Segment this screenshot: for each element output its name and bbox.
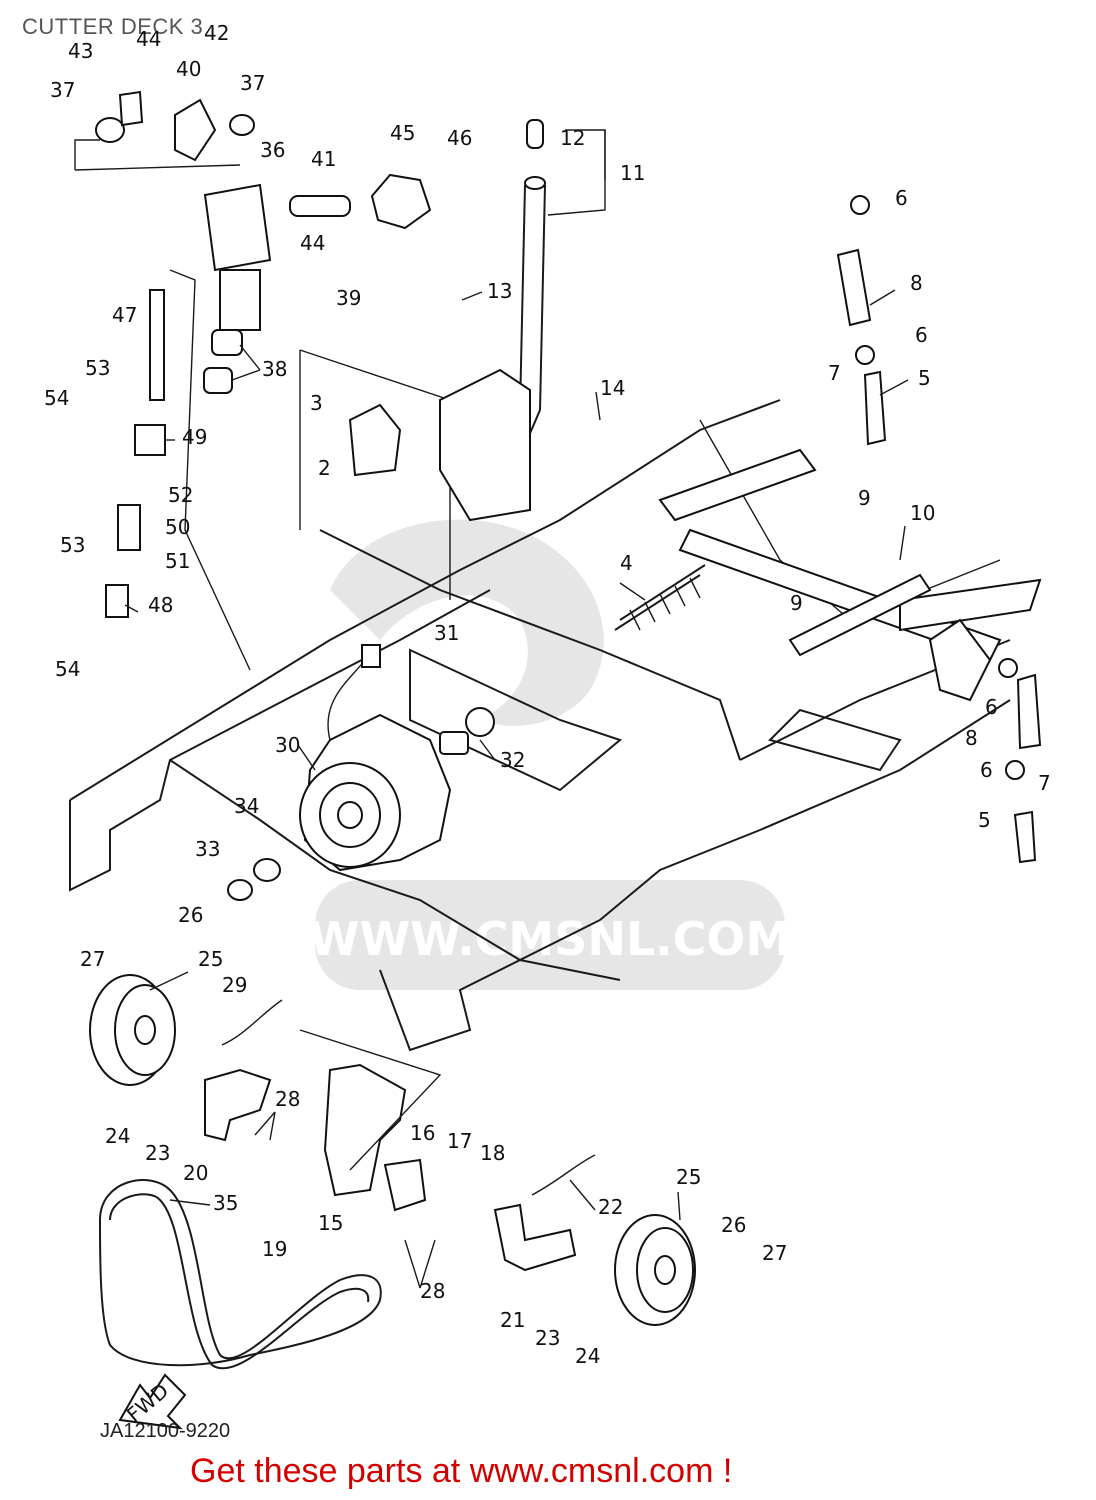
callout-45: 45 — [390, 121, 415, 145]
v-belt — [98, 1179, 382, 1370]
callout-11: 11 — [620, 161, 645, 185]
callout-2: 2 — [318, 456, 331, 480]
right-brackets — [836, 195, 1042, 864]
callout-6c: 6 — [985, 695, 998, 719]
idler-assembly — [204, 999, 596, 1272]
callout-53b: 53 — [60, 533, 85, 557]
callout-6b: 6 — [915, 323, 928, 347]
callout-41: 41 — [311, 147, 336, 171]
callout-49: 49 — [182, 425, 207, 449]
leader-lines — [124, 129, 909, 1289]
callout-25b: 25 — [676, 1165, 701, 1189]
callout-5a: 5 — [918, 366, 931, 390]
callout-10: 10 — [910, 501, 935, 525]
callout-14: 14 — [600, 376, 625, 400]
callout-21: 21 — [500, 1308, 525, 1332]
watermark-url: WWW.CMSNL.COM — [309, 912, 792, 966]
callout-27a: 27 — [80, 947, 105, 971]
callout-9a: 9 — [858, 486, 871, 510]
callout-36: 36 — [260, 138, 285, 162]
callout-30: 30 — [275, 733, 300, 757]
callout-33: 33 — [195, 837, 220, 861]
callout-44b: 44 — [300, 231, 325, 255]
callout-23a: 23 — [145, 1141, 170, 1165]
callout-51: 51 — [165, 549, 190, 573]
callout-37b: 37 — [240, 71, 265, 95]
callout-35: 35 — [213, 1191, 238, 1215]
callout-19: 19 — [262, 1237, 287, 1261]
callout-8b: 8 — [965, 726, 978, 750]
clutch-assembly — [227, 644, 495, 901]
footer-link-text[interactable]: Get these parts at www.cmsnl.com ! — [190, 1452, 733, 1490]
callout-39: 39 — [336, 286, 361, 310]
callout-38: 38 — [262, 357, 287, 381]
callout-47: 47 — [112, 303, 137, 327]
callout-25a: 25 — [198, 947, 223, 971]
callout-5b: 5 — [978, 808, 991, 832]
callout-31: 31 — [434, 621, 459, 645]
left-rod-assembly — [105, 269, 251, 671]
callout-32: 32 — [500, 748, 525, 772]
callout-3: 3 — [310, 391, 323, 415]
callout-52: 52 — [168, 483, 193, 507]
callout-26a: 26 — [178, 903, 203, 927]
callout-labels: 2 3 4 5 5 6 6 6 6 7 7 8 8 9 9 10 11 12 1… — [44, 21, 1051, 1368]
callout-54a: 54 — [44, 386, 69, 410]
forward-arrow: FWD — [118, 1373, 187, 1430]
upper-linkage — [74, 90, 432, 394]
callout-44a: 44 — [136, 27, 161, 51]
left-pulley — [89, 974, 176, 1086]
callout-23b: 23 — [535, 1326, 560, 1350]
callout-20: 20 — [183, 1161, 208, 1185]
callout-7a: 7 — [828, 361, 841, 385]
watermark-brand: CMS — [584, 827, 697, 881]
callout-50: 50 — [165, 515, 190, 539]
callout-6a: 6 — [895, 186, 908, 210]
callout-37a: 37 — [50, 78, 75, 102]
callout-4: 4 — [620, 551, 633, 575]
callout-28a: 28 — [275, 1087, 300, 1111]
callout-29: 29 — [222, 973, 247, 997]
callout-22: 22 — [598, 1195, 623, 1219]
callout-54b: 54 — [55, 657, 80, 681]
callout-17: 17 — [447, 1129, 472, 1153]
callout-16: 16 — [410, 1121, 435, 1145]
callout-8a: 8 — [910, 271, 923, 295]
callout-46: 46 — [447, 126, 472, 150]
callout-34: 34 — [234, 794, 259, 818]
callout-7b: 7 — [1038, 771, 1051, 795]
lever-assembly — [348, 119, 546, 522]
callout-18: 18 — [480, 1141, 505, 1165]
callout-24a: 24 — [105, 1124, 130, 1148]
callout-40: 40 — [176, 57, 201, 81]
callout-43: 43 — [68, 39, 93, 63]
shaft-assembly — [614, 448, 1042, 702]
callout-15: 15 — [318, 1211, 343, 1235]
page-title: CUTTER DECK 3 — [22, 14, 204, 39]
drawing-code: JA12100-9220 — [100, 1420, 231, 1442]
callout-48: 48 — [148, 593, 173, 617]
callout-6d: 6 — [980, 758, 993, 782]
right-pulley — [614, 1214, 696, 1326]
callout-26b: 26 — [721, 1213, 746, 1237]
callout-42: 42 — [204, 21, 229, 45]
callout-28b: 28 — [420, 1279, 445, 1303]
callout-27b: 27 — [762, 1241, 787, 1265]
callout-9b: 9 — [790, 591, 803, 615]
callout-24b: 24 — [575, 1344, 600, 1368]
callout-13: 13 — [487, 279, 512, 303]
callout-53a: 53 — [85, 356, 110, 380]
